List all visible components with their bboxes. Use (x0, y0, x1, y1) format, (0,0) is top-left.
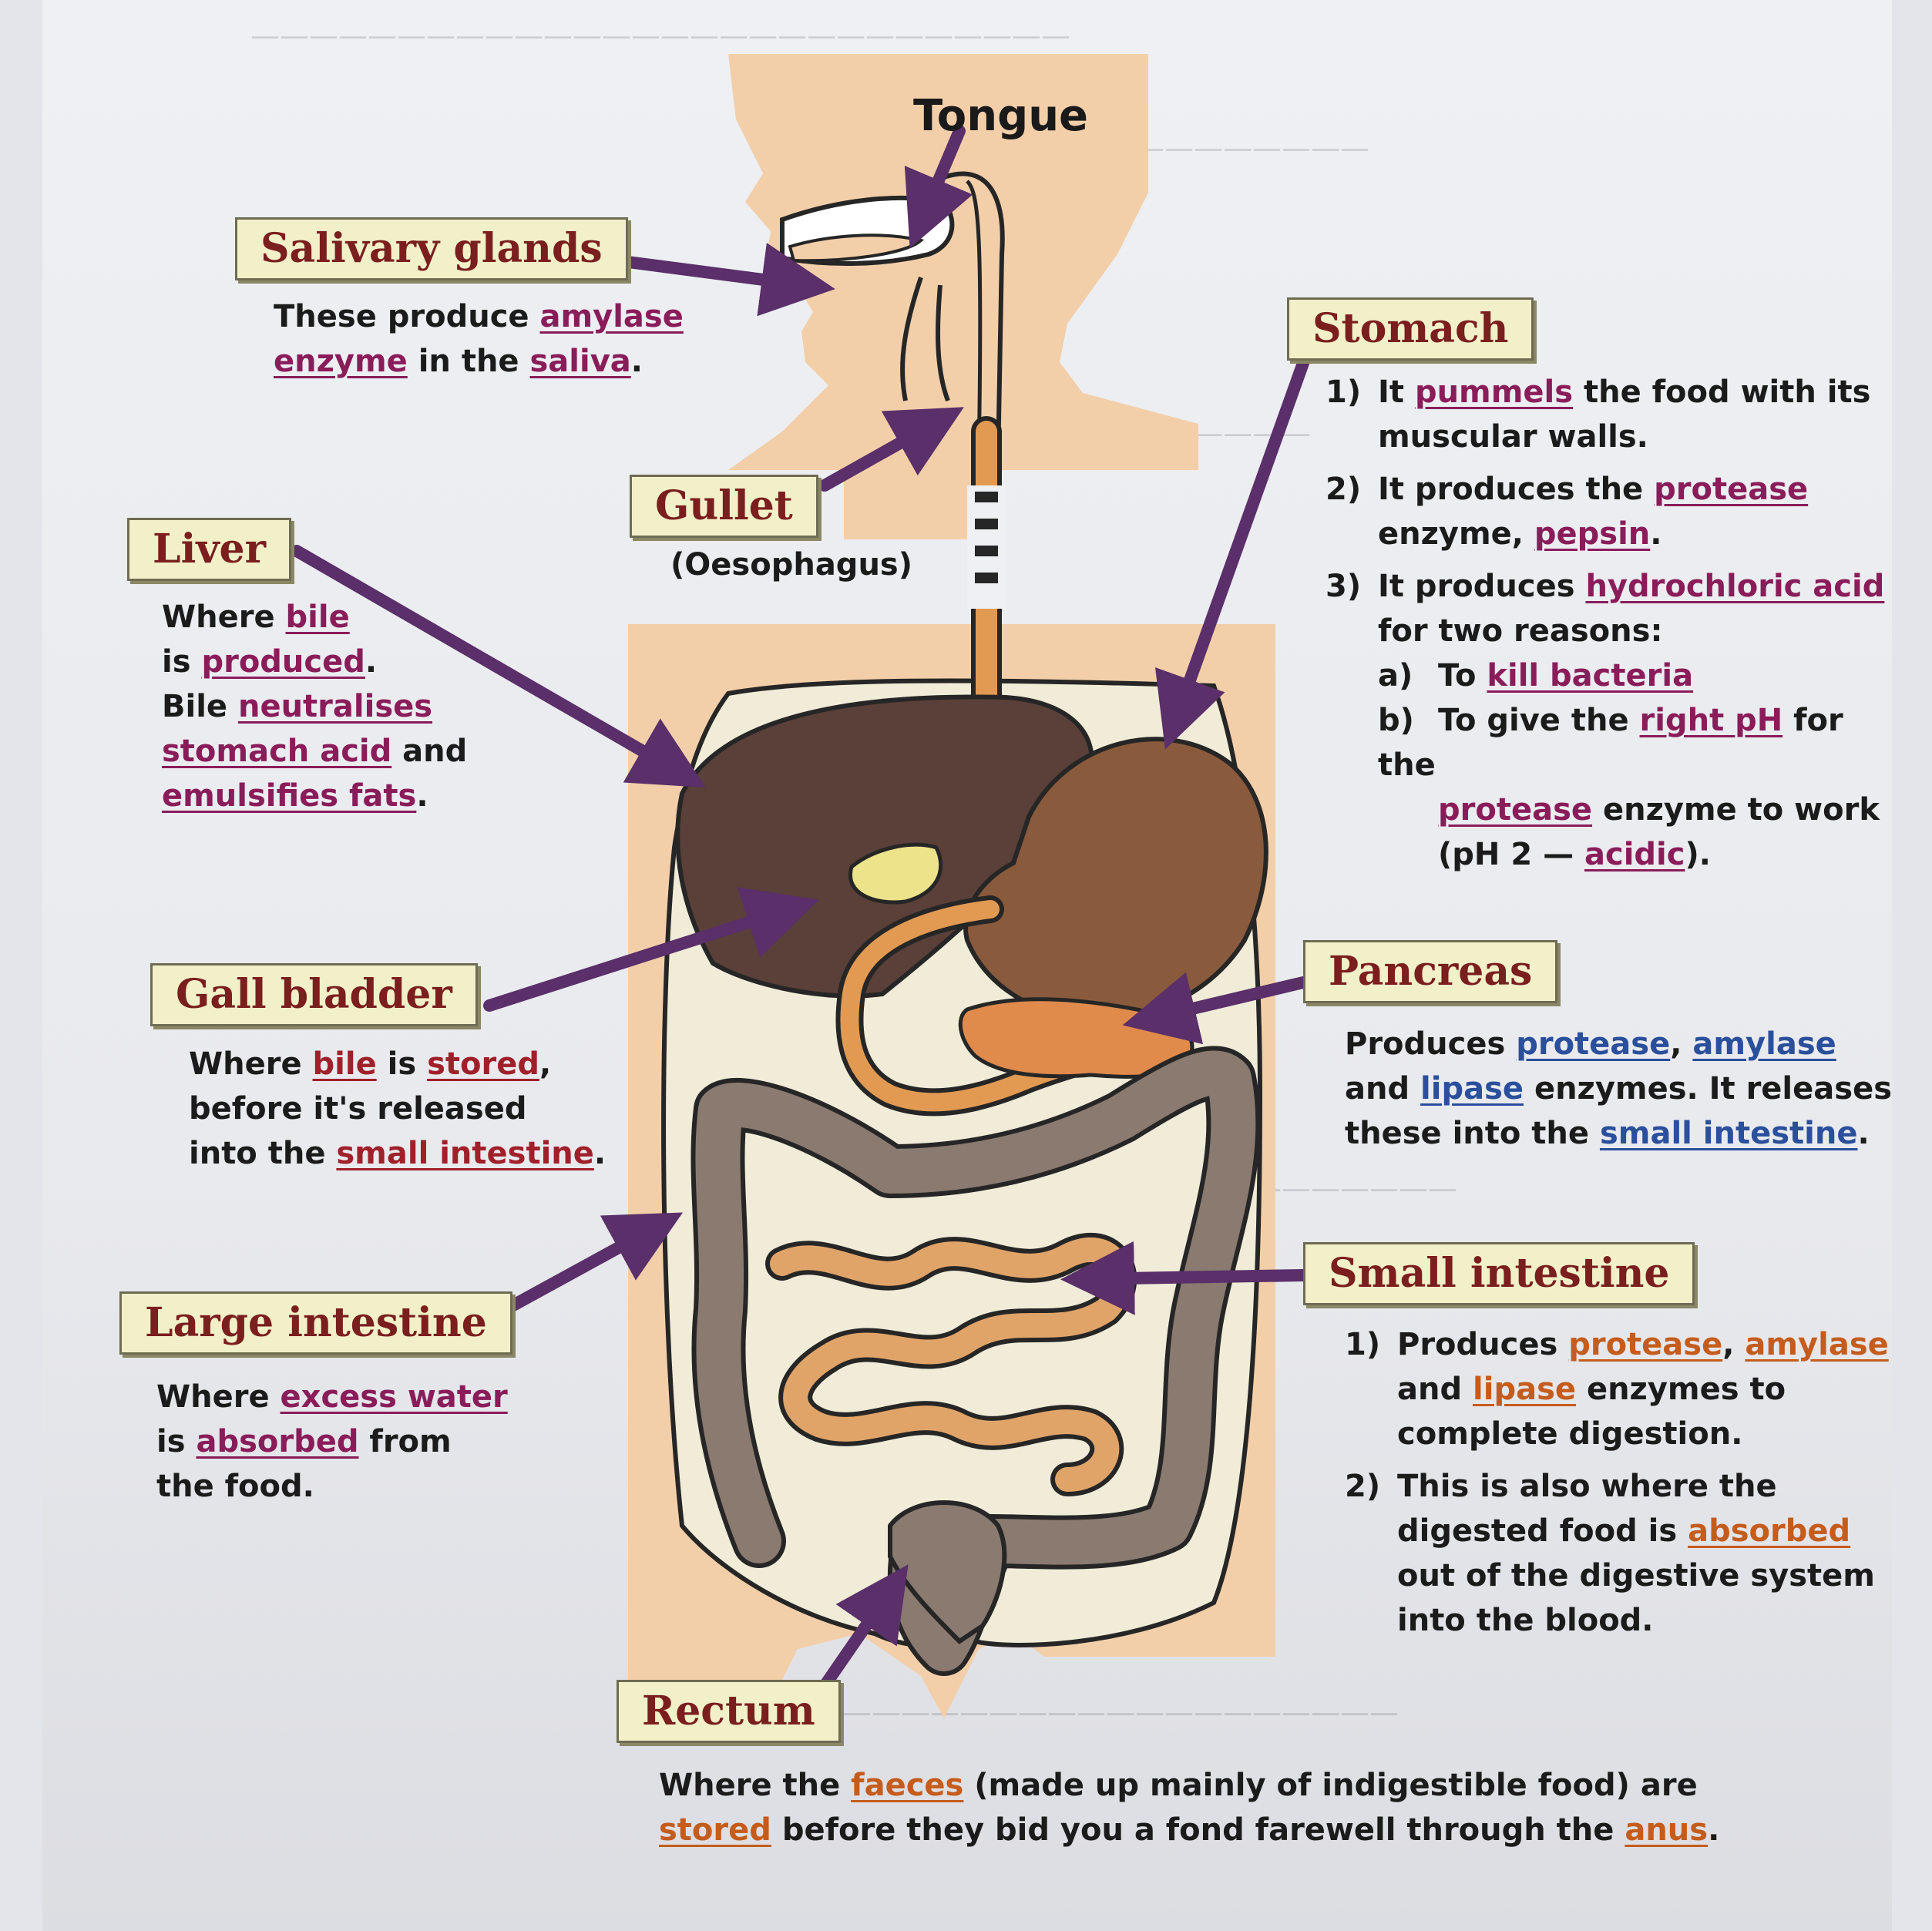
head-silhouette (728, 54, 1198, 539)
gall-bladder-organ (848, 842, 943, 905)
note-gall-bladder: Where bile is stored, before it's releas… (189, 1046, 606, 1171)
label-stomach: Stomach (1287, 297, 1534, 361)
background-bleed-text: ———————————————————————————— (250, 18, 1070, 52)
arrow-liver (291, 545, 706, 788)
label-tongue: Tongue (913, 91, 1089, 141)
arrow-pancreas (1122, 972, 1309, 1045)
arrow-tongue (904, 125, 973, 249)
label-pancreas: Pancreas (1303, 940, 1558, 1003)
label-large-intestine: Large intestine (119, 1291, 512, 1355)
note-pancreas: Produces protease, amylase and lipase en… (1345, 1026, 1893, 1151)
note-small-intestine: 1)Produces protease, amylase and lipase … (1345, 1327, 1889, 1638)
label-gullet: Gullet (630, 475, 818, 538)
arrow-salivary (622, 243, 835, 317)
arrow-small-intestine (1060, 1241, 1309, 1315)
digestive-system-diagram (291, 125, 1312, 1698)
label-rectum: Rectum (617, 1680, 841, 1743)
note-salivary-glands: These produce amylase enzyme in the sali… (274, 299, 684, 379)
rectum-organ (888, 1500, 1007, 1644)
label-gall-bladder: Gall bladder (150, 963, 478, 1026)
arrow-gall-bladder (483, 887, 819, 1012)
background-bleed-text: ———————————————————— (813, 1695, 1399, 1729)
note-stomach: 1)It pummels the food with its muscular … (1326, 374, 1885, 872)
small-intestine-fill (770, 1238, 1133, 1492)
note-liver: Where bile is produced. Bile neutralises… (162, 599, 468, 814)
label-liver: Liver (127, 518, 292, 581)
label-salivary-glands: Salivary glands (235, 217, 628, 280)
label-small-intestine: Small intestine (1303, 1242, 1695, 1305)
textbook-page: ———————————————————————————— ———————————… (42, 0, 1892, 1931)
arrow-gullet (818, 407, 964, 492)
note-oesophagus: (Oesophagus) (670, 547, 913, 583)
arrow-large-intestine (499, 1212, 684, 1316)
note-rectum: Where the faeces (made up mainly of indi… (659, 1768, 1720, 1848)
arrow-stomach (1155, 348, 1312, 750)
arrow-rectum (815, 1564, 909, 1698)
salivary-gland-ducts (900, 277, 950, 402)
note-large-intestine: Where excess water is absorbed from the … (156, 1379, 508, 1504)
